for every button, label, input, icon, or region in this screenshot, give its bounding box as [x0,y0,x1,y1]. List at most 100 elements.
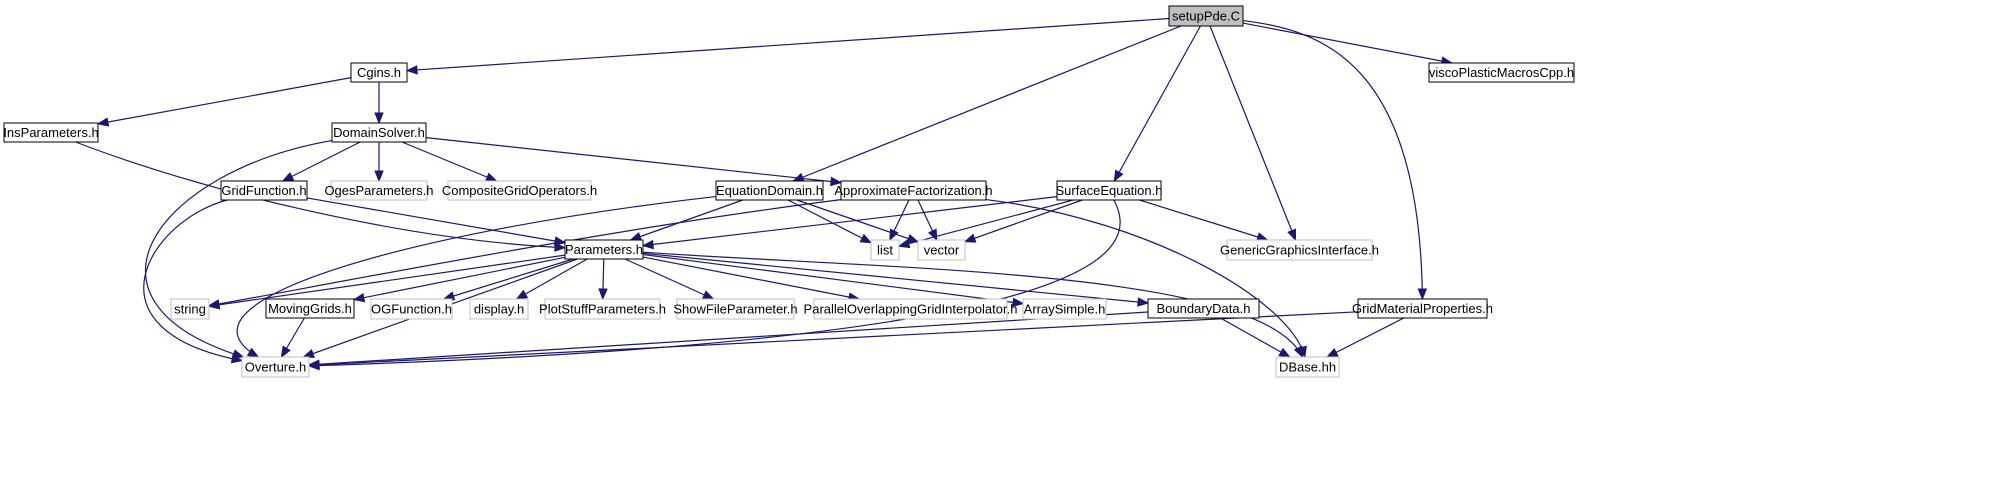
node-label: GridMaterialProperties.h [1352,301,1493,316]
node-setuppde[interactable]: setupPde.C [1168,5,1244,27]
node-showfileparameter: ShowFileParameter.h [673,298,798,320]
node-label: GenericGraphicsInterface.h [1220,243,1379,258]
edge-domainsolver-to-ogesparameters [374,142,384,183]
edge-insparameters-to-parameters [75,141,567,252]
edge-parameters-to-ogfunction [442,258,574,301]
node-label: viscoPlasticMacrosCpp.h [1429,65,1574,80]
node-boundarydata[interactable]: BoundaryData.h [1147,298,1260,319]
node-box [813,298,1008,320]
arrowhead-icon [352,292,366,303]
node-box [331,122,427,143]
node-surfaceequation[interactable]: SurfaceEquation.h [1056,180,1163,201]
node-box [265,298,355,319]
node-label: ParallelOverlappingGridInterpolator.h [804,302,1018,317]
arrowhead-icon [897,239,911,249]
node-overture: Overture.h [241,356,310,378]
node-display: display.h [469,298,529,320]
arrowhead-icon [598,288,608,301]
arrowhead-icon [1293,345,1304,359]
edge-surfaceequation-to-vector [963,199,1083,243]
arrowhead-icon [207,300,221,310]
node-viscoplastic[interactable]: viscoPlasticMacrosCpp.h [1428,62,1575,83]
edge-gridfunction-to-overture [143,199,244,364]
node-label: list [877,243,893,258]
node-label: SurfaceEquation.h [1056,183,1163,198]
edge-approximatefactorization-to-dbase [985,198,1307,359]
arrowhead-icon [889,228,899,242]
node-domainsolver[interactable]: DomainSolver.h [331,122,427,143]
edge-setuppde-to-viscoplastic [1242,22,1454,66]
node-box [1168,5,1244,27]
node-box [870,239,900,261]
arrowhead-icon [307,360,320,370]
node-string: string [170,298,210,320]
node-cgins[interactable]: Cgins.h [350,62,408,83]
arrowhead-icon [405,65,418,75]
node-box [676,298,795,320]
arrowhead-icon [641,239,654,250]
node-box [170,298,210,320]
node-ogfunction: OGFunction.h [370,298,453,320]
node-genericgraphicsinterface: GenericGraphicsInterface.h [1220,239,1379,261]
arrowhead-icon [302,349,315,358]
arrowhead-icon [484,172,498,182]
node-gridmaterialproperties[interactable]: GridMaterialProperties.h [1352,298,1493,319]
node-dbase: DBase.hh [1275,356,1340,378]
edge-approximatefactorization-to-string [207,199,842,309]
edge-parameters-to-boundarydata [642,252,1150,307]
edge-layer [75,17,1454,371]
edge-gridmaterialproperties-to-dbase [1325,317,1405,358]
edge-setuppde-to-surfaceequation [1113,25,1201,183]
edge-setuppde-to-cgins [405,17,1170,75]
node-box [1147,298,1260,319]
node-box [840,180,987,201]
node-plotstuffparameters: PlotStuffParameters.h [539,298,666,320]
node-list: list [870,239,900,261]
edge-equationdomain-to-parameters [629,199,744,241]
edge-parameters-to-display [515,258,588,300]
node-gridfunction[interactable]: GridFunction.h [220,180,308,201]
arrowhead-icon [96,117,110,127]
node-label: InsParameters.h [3,125,98,140]
node-layer: setupPde.C Cgins.h viscoPlasticMacrosCpp.h… [3,5,1575,378]
edge-parameters-to-arraysimple [642,253,1025,307]
arrowhead-icon [701,290,715,300]
arrowhead-icon [280,345,291,359]
edge-gridmaterialproperties-to-overture [307,311,1359,370]
arrowhead-icon [1278,347,1291,358]
arrowhead-icon [1325,348,1339,358]
node-equationdomain[interactable]: EquationDomain.h [715,180,824,201]
edge-parameters-to-showfileparameter [624,258,715,300]
arrowhead-icon [830,176,843,187]
node-box [469,298,529,320]
edge-approximatefactorization-to-list [889,199,910,242]
node-label: string [174,302,206,317]
edge-approximatefactorization-to-vector [917,199,938,242]
node-approximatefactorization[interactable]: ApproximateFactorization.h [834,180,993,201]
node-label: Cgins.h [357,65,401,80]
arrowhead-icon [281,172,295,182]
edge-setuppde-to-gridmaterialproperties [1242,19,1428,301]
node-label: Overture.h [245,360,306,375]
arrowhead-icon [859,233,873,244]
node-box [564,239,644,260]
node-parameters[interactable]: Parameters.h [564,239,644,260]
edge-domainsolver-to-gridfunction [281,141,361,182]
node-movinggrids[interactable]: MovingGrids.h [265,298,355,319]
node-box [241,356,310,378]
node-insparameters[interactable]: InsParameters.h [3,122,99,143]
node-box [1056,180,1162,201]
node-box [1275,356,1340,378]
edge-parameters-to-string [207,254,566,310]
edge-gridfunction-to-parameters [306,197,567,246]
arrowhead-icon [515,289,529,300]
node-box [1022,298,1107,320]
node-label: DBase.hh [1279,360,1336,375]
node-label: Parameters.h [565,242,643,257]
edge-parameters-to-plotstuffparameters [598,258,608,301]
arrowhead-icon [963,233,977,243]
arrowhead-icon [1417,288,1428,301]
node-box [544,298,661,320]
edge-equationdomain-to-list [787,199,873,244]
